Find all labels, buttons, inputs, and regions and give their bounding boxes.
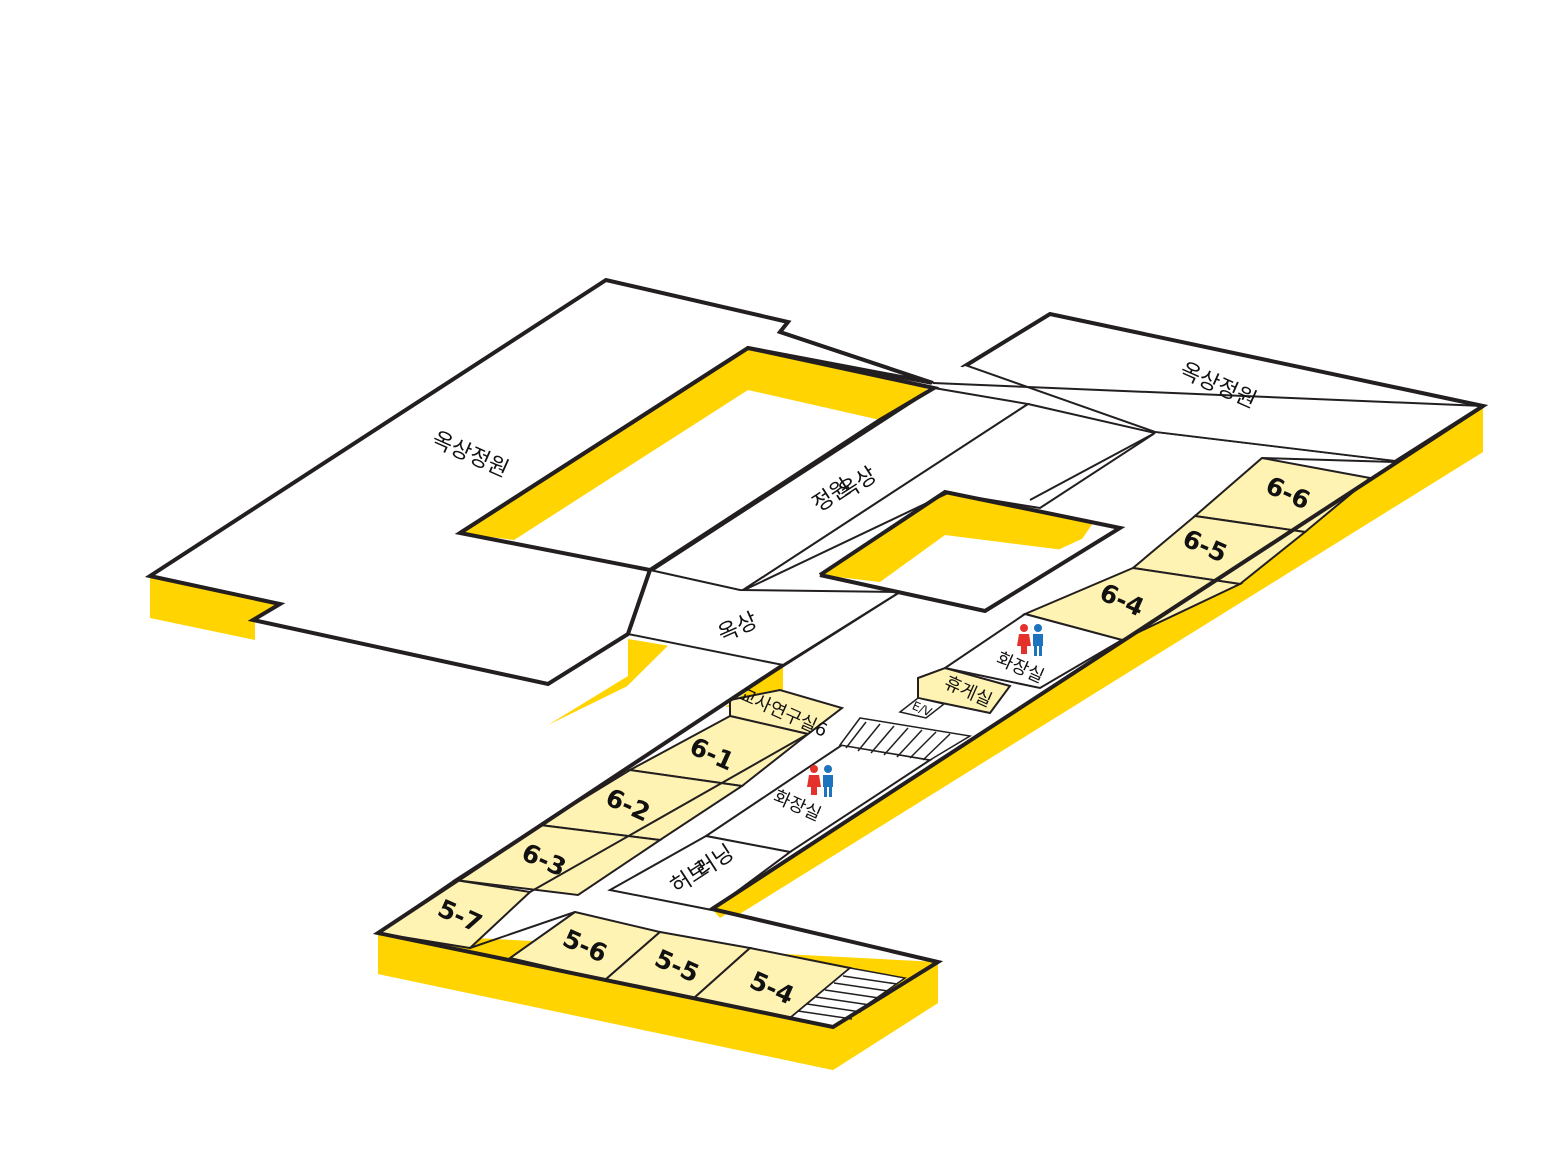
restroom-upper[interactable] — [942, 612, 1125, 690]
rooms — [375, 456, 1373, 1020]
restroom-icon — [807, 765, 833, 797]
restroom-icon — [1017, 624, 1043, 656]
room-lounge[interactable] — [917, 666, 1012, 715]
stairs-lower — [788, 967, 907, 1028]
stairs-upper — [838, 717, 973, 761]
right-wing-corridor — [1040, 433, 1395, 600]
inner-lines — [469, 382, 1484, 949]
elevator — [898, 697, 946, 719]
room-faculty-lab[interactable] — [729, 688, 845, 736]
